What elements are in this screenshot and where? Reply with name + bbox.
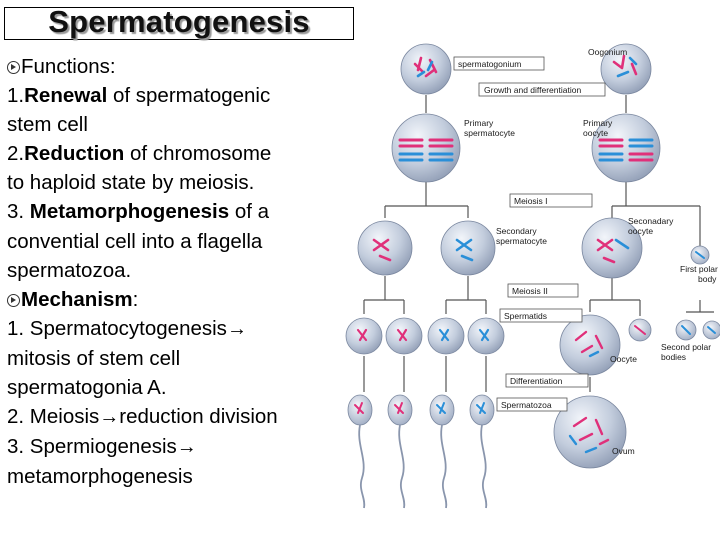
second-polar-bodies [628, 318, 720, 342]
mechanism-item-1-b: mitosis of stem cell [7, 346, 181, 370]
spermatogonium-cell [400, 43, 452, 95]
function-item-3: 3. Metamorphogenesis of a [7, 200, 270, 224]
meiosis1-label-box [509, 193, 593, 208]
spermatozoa-label-box [496, 397, 568, 412]
label-oogonium: Oogonium [588, 47, 627, 57]
gametogenesis-diagram: Oogonium spermatogonium Growth and diffe… [345, 43, 720, 509]
label-differentiation: Differentiation [510, 376, 563, 386]
spermatid-cells [345, 317, 505, 355]
secondary-spermatocyte-cell [357, 220, 413, 276]
arrow-right-icon: → [176, 436, 197, 459]
label-spermatogonium: spermatogonium [458, 59, 521, 69]
spermatogonium-label-box [453, 56, 545, 71]
label-meiosis2: Meiosis II [512, 286, 548, 296]
label-secondary-spermatocyte-2: spermatocyte [496, 236, 547, 246]
arrow-right-icon: → [99, 406, 120, 429]
label-second-polar-2: bodies [661, 352, 686, 362]
bullet-icon [7, 293, 20, 307]
spermatozoa-cells [347, 394, 495, 509]
functions-heading: Functions: [7, 52, 347, 81]
growth-label-box [478, 82, 606, 97]
label-growth: Growth and differentiation [484, 85, 581, 95]
body-text: Functions: 1.Renewal of spermatogenic st… [7, 52, 347, 491]
label-primary-spermatocyte-2: spermatocyte [464, 128, 515, 138]
bullet-icon [7, 61, 20, 74]
label-primary-spermatocyte-1: Primary [464, 118, 494, 128]
label-secondary-oocyte-1: Seconadary [628, 216, 674, 226]
mechanism-item-1-c: spermatogonia A. [7, 376, 167, 400]
function-item-2-cont: to haploid state by meiosis. [7, 171, 255, 195]
spermatids-label-box [499, 308, 583, 323]
function-item-3-cont1: convential cell into a flagella [7, 229, 263, 253]
mechanism-item-3: 3. Spermiogenesis→ [7, 432, 347, 462]
primary-spermatocyte-cell [391, 113, 461, 183]
function-item-1-cont: stem cell [7, 113, 88, 137]
mechanism-heading: Mechanism: [7, 285, 347, 314]
function-item-1: 1.Renewal of spermatogenic [7, 84, 271, 108]
ovum-cell [553, 395, 627, 469]
mechanism-item-1: 1. Spermatocytogenesis→ [7, 314, 347, 344]
label-spermatids: Spermatids [504, 311, 547, 321]
label-meiosis1: Meiosis I [514, 196, 548, 206]
mechanism-item-2: 2. Meiosis→reduction division [7, 402, 347, 432]
secondary-spermatocyte-cell [440, 220, 496, 276]
meiosis2-label-box [507, 283, 579, 298]
mechanism-item-3-b: metamorphogenesis [7, 465, 193, 489]
label-secondary-spermatocyte-1: Secondary [496, 226, 537, 236]
oogonium-cell [600, 43, 652, 95]
label-spermatozoa: Spermatozoa [501, 400, 552, 410]
differentiation-label-box [505, 373, 589, 388]
label-first-polar-2: body [698, 274, 717, 284]
secondary-oocyte-cell [581, 217, 643, 279]
differentiation-lines [363, 356, 591, 392]
label-oocyte: Oocyte [610, 354, 637, 364]
arrow-right-icon: → [226, 317, 247, 340]
label-ovum: Ovum [612, 446, 635, 456]
primary-oocyte-cell [591, 113, 661, 183]
label-first-polar-1: First polar [680, 264, 718, 274]
title-box: Spermatogenesis [4, 4, 354, 40]
label-second-polar-1: Second polar [661, 342, 711, 352]
label-primary-oocyte-2: oocyte [583, 128, 608, 138]
oocyte-cell [559, 314, 621, 376]
tree-lines [363, 95, 714, 316]
function-item-2: 2.Reduction of chromosome [7, 142, 272, 166]
label-primary-oocyte-1: Primary [583, 118, 613, 128]
function-item-3-cont2: spermatozoa. [7, 258, 132, 282]
first-polar-body [690, 245, 710, 265]
slide-title: Spermatogenesis [48, 4, 310, 39]
label-secondary-oocyte-2: oocyte [628, 226, 653, 236]
